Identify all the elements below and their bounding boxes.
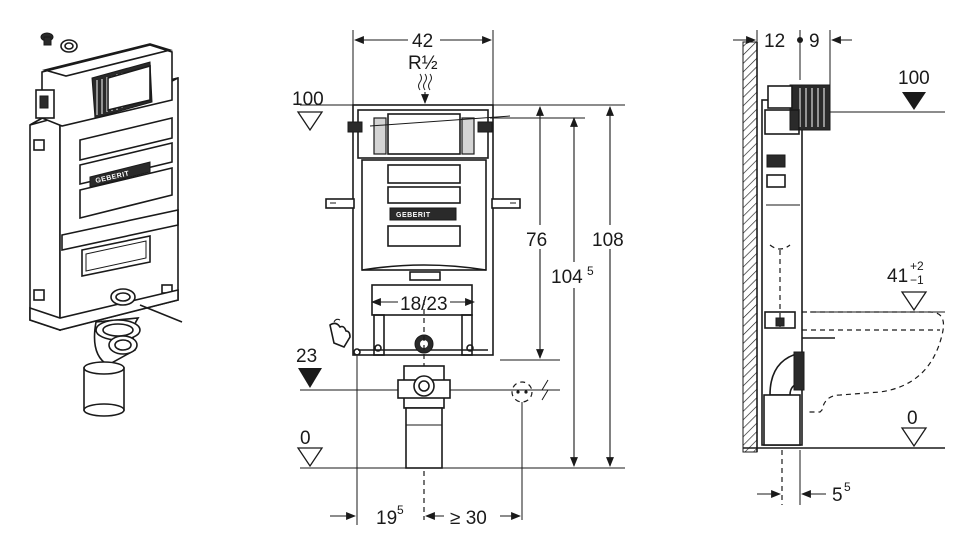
dim-ge30-label: ≥ 30 (450, 508, 487, 529)
level-0-front-marker (296, 447, 324, 468)
water-inlet-icon (418, 73, 432, 104)
level-23-label: 23 (296, 346, 317, 367)
level-100-front-marker (296, 111, 324, 132)
front-brand-text: GEBERIT (396, 212, 431, 219)
dim-9-label: 9 (809, 31, 820, 52)
level-100-side-label: 100 (898, 68, 930, 89)
level-41-label: 41 (887, 266, 908, 287)
side-frame (761, 84, 835, 446)
front-drain-outlet (397, 365, 451, 469)
level-0-side-label: 0 (907, 408, 918, 429)
dim-104-label: 104 (551, 267, 583, 288)
level-0-side-marker (900, 427, 928, 448)
dim-12-label: 12 (764, 31, 785, 52)
iso-drain-pipe (83, 288, 183, 417)
thread-r-half-label: R½ (408, 53, 438, 74)
hand-press-icon (329, 318, 351, 348)
level-41-tolerance-plus: +2 (910, 259, 924, 273)
iso-frame: GEBERIT (29, 43, 179, 332)
isometric-view: GEBERIT (29, 32, 183, 417)
dim-5-label: 5 (832, 485, 843, 506)
side-view: 12 9 100 (733, 30, 945, 506)
dim-19-superscript: 5 (397, 503, 404, 517)
dim-104-superscript: 5 (587, 264, 594, 278)
fixing-screw-icon (40, 32, 78, 53)
level-100-side-marker (902, 92, 926, 110)
front-frame: GEBERIT (325, 104, 521, 356)
level-0-front-label: 0 (300, 428, 311, 449)
dim-42-label: 42 (412, 31, 433, 52)
level-41-tolerance-minus: −1 (910, 273, 924, 287)
wc-bowl-outline (802, 311, 945, 413)
front-view: 100 23 0 42 R½ (292, 30, 630, 529)
level-23-marker (298, 368, 322, 388)
dim-76-label: 76 (526, 230, 547, 251)
level-100-front-label: 100 (292, 89, 324, 110)
level-41-marker (900, 291, 928, 312)
dim-19-label: 19 (376, 508, 397, 529)
electrical-socket-icon (511, 379, 549, 520)
dim-5-superscript: 5 (844, 480, 851, 494)
wall-section (742, 41, 758, 453)
dim-108-label: 108 (592, 230, 624, 251)
